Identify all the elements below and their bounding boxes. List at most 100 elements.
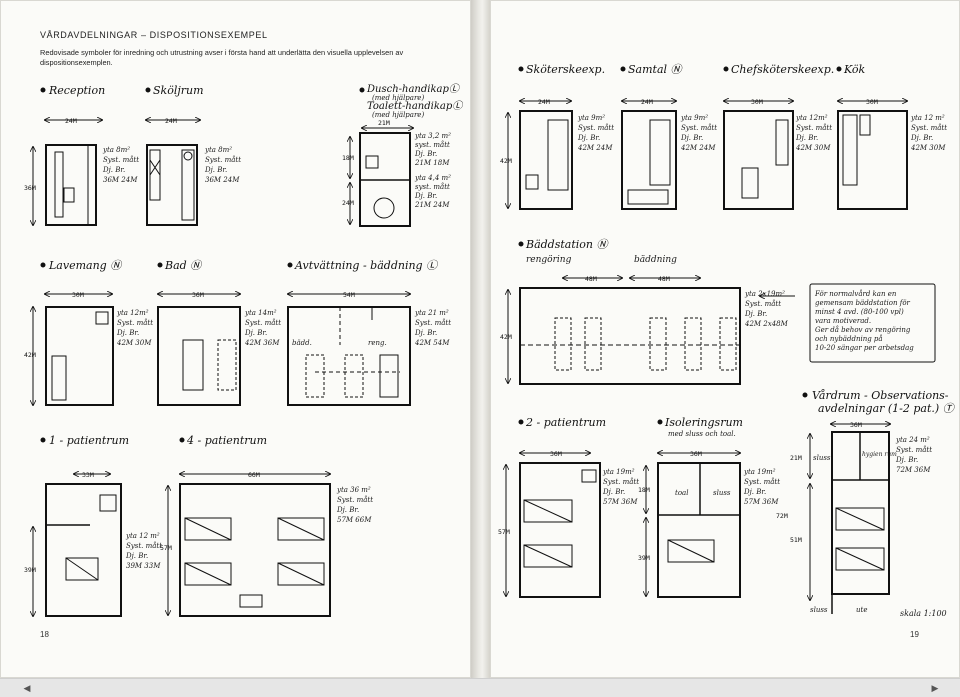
chefskoterskeexp-note-1: Syst. mått — [796, 123, 832, 132]
patient4-width: 66M — [248, 471, 260, 479]
bad-label: Bad Ⓝ — [164, 259, 203, 272]
bad-note-3: 42M 36M — [244, 339, 280, 347]
chefskoterskeexp-note-0: yta 12m² — [795, 114, 828, 122]
skoljrum-note-3: 36M 24M — [205, 176, 240, 184]
bad-note-0: yta 14m² — [244, 309, 277, 317]
patient2-height: 57M — [498, 528, 510, 536]
patient2-width: 36M — [550, 450, 562, 458]
reception-note-1: Syst. mått — [103, 155, 139, 164]
skoterskeexp-height: 42M — [500, 157, 512, 165]
scale-label: skala 1:100 — [900, 609, 947, 618]
book-spread: VÅRDAVDELNINGAR – DISPOSITIONSEXEMPEL Re… — [24, 0, 956, 678]
page-number-right: 19 — [910, 630, 919, 639]
patient1-note-2: Dj. Br. — [125, 552, 148, 560]
samtal-note-3: 42M 24M — [680, 144, 716, 152]
vardrum-h1: 21M — [790, 454, 802, 462]
vardrum-sluss2: sluss — [810, 606, 828, 614]
chefskoterskeexp-note-2: Dj. Br. — [795, 134, 818, 142]
avtvattning-label: Avtvättning - bäddning Ⓛ — [294, 259, 439, 272]
kok-note-2: Dj. Br. — [910, 134, 933, 142]
patient1-note-3: 39M 33M — [126, 562, 161, 570]
samtal-note-2: Dj. Br. — [680, 134, 703, 142]
skoterskeexp-note-3: 42M 24M — [577, 144, 613, 152]
callout-line-0: För normalvård kan en — [814, 289, 897, 298]
reception-note-0: yta 8m² — [102, 146, 130, 154]
chefskoterskeexp-note-3: 42M 30M — [795, 144, 831, 152]
patient4-note-0: yta 36 m² — [336, 486, 371, 494]
vardrum-label2: avdelningar (1-2 pat.) Ⓣ — [818, 402, 956, 415]
isolering-note-2: Dj. Br. — [743, 488, 766, 496]
baddstation-note-1: Syst. mått — [745, 299, 781, 308]
lavemang-note-2: Dj. Br. — [116, 329, 139, 337]
skoterskeexp-note-2: Dj. Br. — [577, 134, 600, 142]
callout-line-1: gemensam bäddstation för — [815, 299, 911, 307]
lavemang-height: 42M — [24, 351, 36, 359]
dusch-note-5: syst. mått — [415, 182, 450, 191]
patient1-width: 33M — [82, 471, 94, 479]
patient4-height: 57M — [160, 544, 172, 552]
vardrum-h3: 72M — [776, 512, 788, 520]
isolering-note-3: 57M 36M — [744, 498, 779, 506]
kok-note-0: yta 12 m² — [910, 114, 945, 122]
avtvattning-note-3: 42M 54M — [414, 339, 450, 347]
reception-height: 36M — [24, 184, 36, 192]
isolering-sub: med sluss och toal. — [668, 430, 736, 438]
baddstation-note-3: 42M 2x48M — [744, 320, 789, 328]
dusch-sub1: (med hjälpare) — [372, 94, 424, 102]
isolering-note-0: yta 19m² — [743, 468, 776, 476]
samtal-note-1: Syst. mått — [681, 123, 717, 132]
baddstation-w2: 48M — [658, 275, 670, 283]
reception-note-3: 36M 24M — [103, 176, 138, 184]
horizontal-scrollbar[interactable]: ◀ ▶ — [0, 678, 960, 697]
kok-label: Kök — [843, 63, 866, 76]
patient1-label: 1 - patientrum — [49, 434, 129, 447]
floor-plans: Reception 24M 36M yta 8m² Syst. mått Dj.… — [24, 63, 956, 618]
samtal-note-0: yta 9m² — [680, 114, 708, 122]
skoterskeexp-note-1: Syst. mått — [578, 123, 614, 132]
dusch-note-1: syst. mått — [415, 140, 450, 149]
lavemang-note-1: Syst. mått — [117, 318, 153, 327]
dusch-h1: 18M — [342, 154, 354, 162]
reception-note-2: Dj. Br. — [102, 166, 125, 174]
avtvattning-right: reng. — [368, 339, 387, 347]
skoljrum-width: 24M — [165, 117, 177, 125]
patient4-note-3: 57M 66M — [337, 516, 372, 524]
kok-note-3: 42M 30M — [910, 144, 946, 152]
isolering-h1: 18M — [638, 486, 650, 494]
avtvattning-note-2: Dj. Br. — [414, 329, 437, 337]
dusch-width: 21M — [378, 119, 390, 127]
isolering-note-1: Syst. mått — [744, 477, 780, 486]
dusch-label: Dusch-handikapⓁ — [366, 83, 461, 95]
isolering-label: Isoleringsrum — [664, 416, 743, 429]
patient1-height: 39M — [24, 566, 36, 574]
baddstation-height: 42M — [500, 333, 512, 341]
book-gutter — [471, 0, 490, 678]
vardrum-note-0: yta 24 m² — [895, 436, 930, 444]
chefskoterskeexp-label: Chefsköterskeexp. — [731, 63, 834, 76]
scroll-right-icon[interactable]: ▶ — [931, 683, 939, 693]
avtvattning-width: 54M — [343, 291, 355, 299]
baddstation-w1: 48M — [585, 275, 597, 283]
dusch-note-2: Dj. Br. — [414, 150, 437, 158]
dusch-note-0: yta 3,2 m² — [414, 132, 451, 140]
callout-line-4: Ger då behov av rengöring — [815, 325, 911, 334]
vardrum-note-2: Dj. Br. — [895, 456, 918, 464]
reception-width: 24M — [65, 117, 77, 125]
kok-note-1: Syst. mått — [911, 123, 947, 132]
patient2-note-1: Syst. mått — [603, 477, 639, 486]
baddstation-left: rengöring — [526, 255, 572, 265]
chefskoterskeexp-width: 30M — [751, 98, 763, 106]
dusch-h2: 24M — [342, 199, 354, 207]
skoljrum-note-1: Syst. mått — [205, 155, 241, 164]
bad-note-2: Dj. Br. — [244, 329, 267, 337]
callout-line-3: vara motiverad. — [815, 317, 871, 325]
vardrum-label: Vårdrum - Observations- — [812, 389, 949, 402]
patient2-note-2: Dj. Br. — [602, 488, 625, 496]
patient4-note-1: Syst. mått — [337, 495, 373, 504]
skoterskeexp-note-0: yta 9m² — [577, 114, 605, 122]
skoterskeexp-width: 24M — [538, 98, 550, 106]
scroll-left-icon[interactable]: ◀ — [23, 683, 31, 693]
kok-width: 30M — [866, 98, 878, 106]
patient2-note-3: 57M 36M — [603, 498, 638, 506]
isolering-width: 36M — [690, 450, 702, 458]
